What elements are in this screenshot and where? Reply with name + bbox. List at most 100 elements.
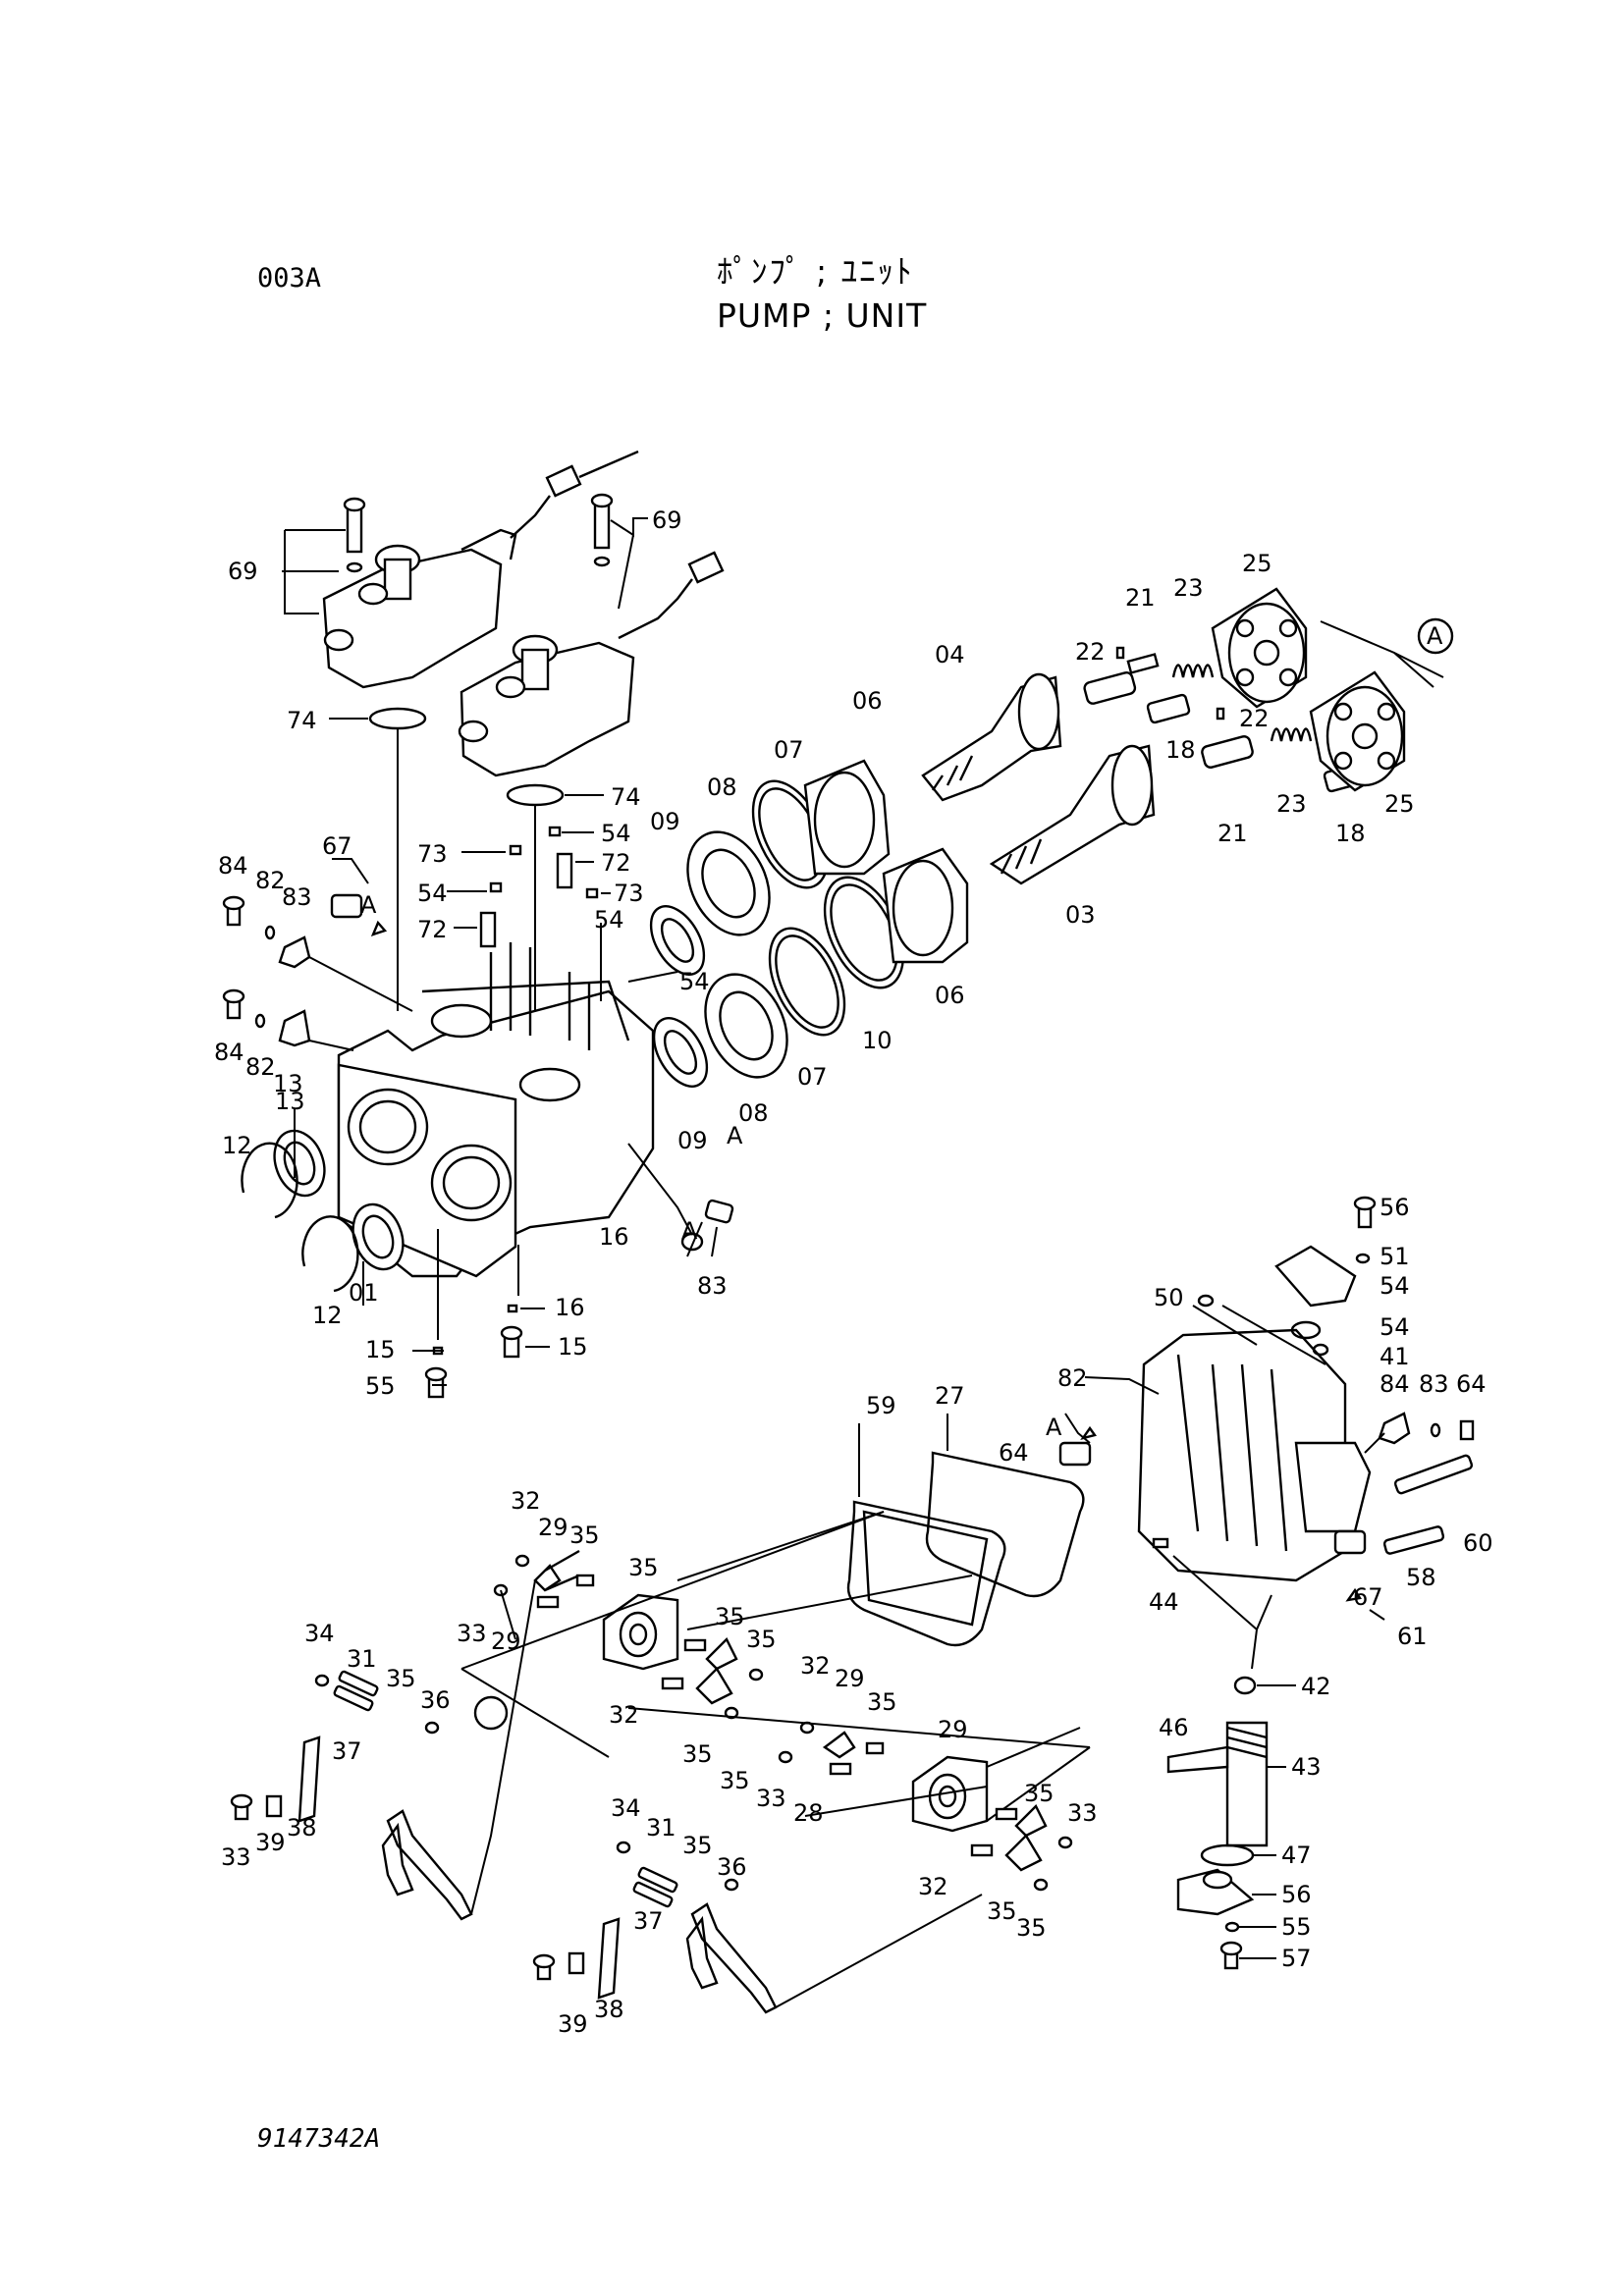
callout: 64 bbox=[999, 1439, 1029, 1467]
callout: 55 bbox=[365, 1372, 396, 1400]
callout: 82 bbox=[245, 1053, 276, 1081]
callout: A bbox=[1427, 622, 1443, 650]
callout: 15 bbox=[365, 1336, 396, 1363]
callout: 67 bbox=[322, 832, 352, 860]
callout-labels: 69 69 74 74 73 54 72 54 73 72 54 54 09 0… bbox=[214, 507, 1493, 2038]
callout: 08 bbox=[738, 1099, 769, 1127]
callout: 32 bbox=[609, 1701, 639, 1729]
callout: 39 bbox=[255, 1829, 286, 1856]
callout: 22 bbox=[1239, 705, 1270, 732]
callout: 46 bbox=[1159, 1714, 1189, 1741]
servo-cover-lower bbox=[911, 1755, 989, 1833]
callout: 47 bbox=[1281, 1842, 1312, 1869]
callout: 27 bbox=[935, 1382, 965, 1410]
callout: 04 bbox=[935, 641, 965, 668]
callout: 72 bbox=[601, 849, 631, 877]
callout: 50 bbox=[1154, 1284, 1184, 1311]
callout: 74 bbox=[611, 783, 641, 811]
callout: 69 bbox=[228, 558, 258, 585]
title-english: PUMP ; UNIT bbox=[717, 296, 928, 335]
callout: 35 bbox=[715, 1603, 745, 1630]
callout: 82 bbox=[255, 867, 286, 894]
callout: 23 bbox=[1276, 790, 1307, 818]
callout: 74 bbox=[287, 707, 317, 734]
callout: 43 bbox=[1291, 1753, 1322, 1781]
callout: 07 bbox=[797, 1063, 828, 1091]
callout: 69 bbox=[652, 507, 682, 534]
callout: 35 bbox=[569, 1522, 600, 1549]
callout: 23 bbox=[1173, 574, 1204, 602]
callout: 35 bbox=[628, 1554, 659, 1581]
callout: 18 bbox=[1335, 820, 1366, 847]
callout: 56 bbox=[1380, 1194, 1410, 1221]
callout: 07 bbox=[774, 736, 804, 764]
callout: 72 bbox=[417, 916, 448, 943]
callout: 32 bbox=[800, 1652, 831, 1680]
callout: 73 bbox=[614, 880, 644, 907]
callout: 39 bbox=[558, 2010, 588, 2038]
callout: 84 bbox=[218, 852, 248, 880]
callout: 31 bbox=[347, 1645, 377, 1673]
callout: 35 bbox=[682, 1832, 713, 1859]
callout: 42 bbox=[1301, 1673, 1331, 1700]
callout: 54 bbox=[601, 820, 631, 847]
regulator-left bbox=[322, 450, 639, 689]
callout: 22 bbox=[1075, 638, 1106, 666]
callout: 13 bbox=[275, 1088, 305, 1115]
callout: 54 bbox=[1380, 1272, 1410, 1300]
callout: 54 bbox=[594, 906, 624, 934]
callout: A bbox=[727, 1122, 743, 1149]
callout: 12 bbox=[312, 1302, 343, 1329]
callout: 21 bbox=[1217, 820, 1248, 847]
callout: 38 bbox=[287, 1814, 317, 1842]
drawing-number: 9147342A bbox=[257, 2124, 381, 2154]
servo-cover-upper bbox=[602, 1593, 679, 1671]
callout: 29 bbox=[835, 1665, 865, 1692]
lever-lower bbox=[532, 1866, 778, 2014]
title-japanese: ﾎﾟﾝﾌﾟ ; ﾕﾆｯﾄ bbox=[717, 252, 914, 291]
callout: 28 bbox=[793, 1799, 824, 1827]
callout: 44 bbox=[1149, 1588, 1179, 1616]
callout: 25 bbox=[1384, 790, 1415, 818]
callout: 08 bbox=[707, 774, 737, 801]
callout: 61 bbox=[1397, 1623, 1428, 1650]
callout: 31 bbox=[646, 1814, 676, 1842]
callout: 33 bbox=[1067, 1799, 1098, 1827]
callout: 55 bbox=[1281, 1913, 1312, 1941]
page-code: 003A bbox=[257, 263, 322, 294]
callout: 16 bbox=[599, 1223, 629, 1251]
callout: 59 bbox=[866, 1392, 896, 1419]
callout: 41 bbox=[1380, 1343, 1410, 1370]
callout: 10 bbox=[862, 1027, 893, 1054]
callout: A bbox=[1046, 1414, 1062, 1441]
callout: 06 bbox=[935, 982, 965, 1009]
callout: 83 bbox=[697, 1272, 728, 1300]
lever-upper bbox=[230, 1670, 473, 1921]
callout: 16 bbox=[555, 1294, 585, 1321]
callout: 83 bbox=[1419, 1370, 1449, 1398]
callout: 03 bbox=[1065, 901, 1096, 929]
callout: 35 bbox=[867, 1688, 897, 1716]
link-parts bbox=[314, 1549, 1073, 1892]
callout: 29 bbox=[538, 1514, 568, 1541]
valve-block bbox=[1137, 1328, 1372, 1582]
callout: 84 bbox=[1380, 1370, 1410, 1398]
callout: 54 bbox=[679, 968, 710, 995]
callout: 38 bbox=[594, 1996, 624, 2023]
regulator-right bbox=[458, 551, 725, 777]
callout: 67 bbox=[1353, 1583, 1383, 1611]
callout: 32 bbox=[511, 1487, 541, 1515]
callout: 35 bbox=[720, 1767, 750, 1794]
callout: A bbox=[681, 1217, 698, 1245]
callout: 35 bbox=[746, 1626, 777, 1653]
callout: 33 bbox=[457, 1620, 487, 1647]
callout: 15 bbox=[558, 1333, 588, 1361]
callout: 84 bbox=[214, 1039, 244, 1066]
callout: 57 bbox=[1281, 1945, 1312, 1972]
callout: 35 bbox=[386, 1665, 416, 1692]
callout: 09 bbox=[650, 808, 680, 835]
callout: 06 bbox=[852, 687, 883, 715]
callout: 13 bbox=[273, 1070, 303, 1097]
callout: 09 bbox=[677, 1127, 708, 1154]
